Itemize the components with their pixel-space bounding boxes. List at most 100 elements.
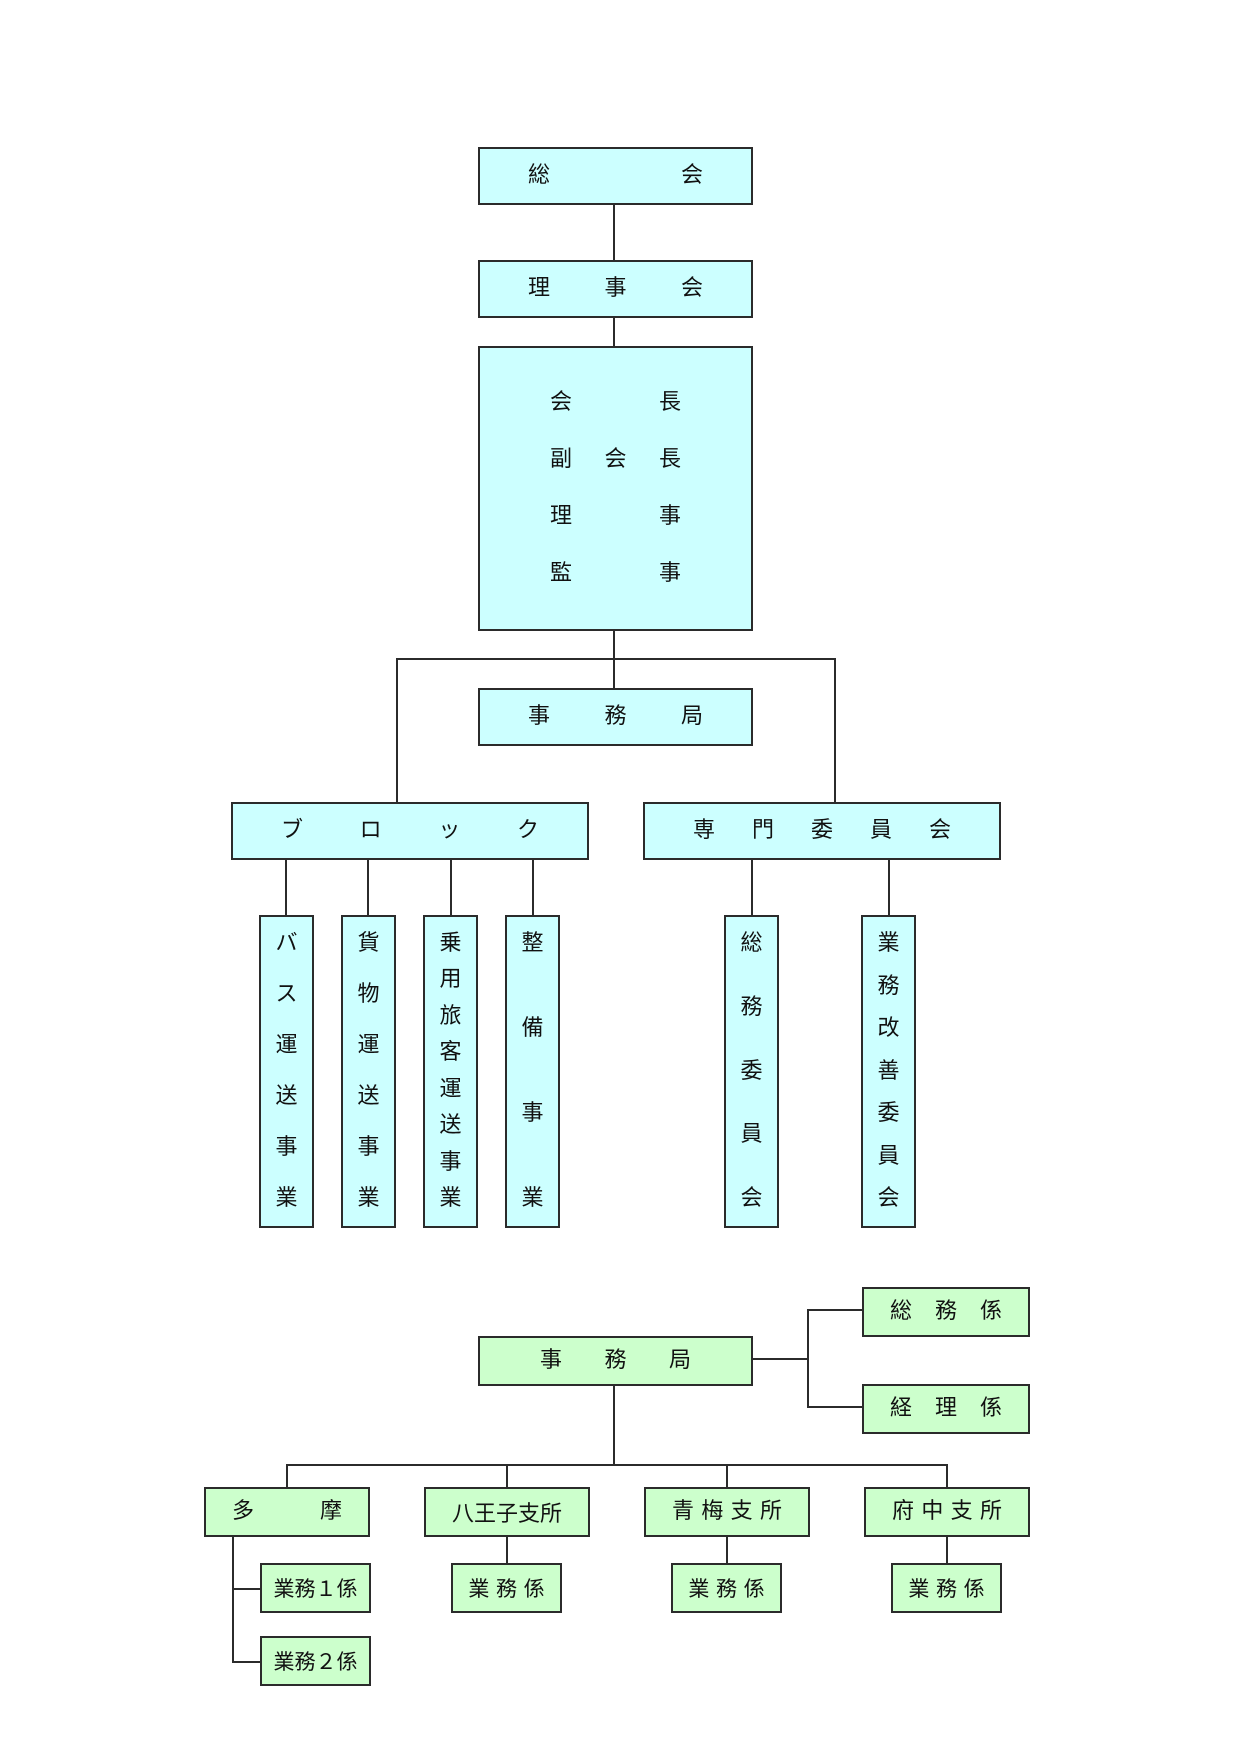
tama-unit-1-label: 業務１係 xyxy=(273,1577,358,1601)
secretariat-head-char: 務 xyxy=(604,1348,627,1373)
fuchu-unit-box: 業 務 係 xyxy=(891,1563,1002,1613)
freight-transport-char: 業 xyxy=(357,1186,380,1211)
freight-transport-char: 貨 xyxy=(357,931,380,956)
tama-unit-1-box: 業務１係 xyxy=(260,1563,371,1613)
executive-char: 理 xyxy=(550,504,573,529)
general-assembly-box: 総 会 xyxy=(478,147,753,205)
secretariat-head-char: 局 xyxy=(668,1348,691,1373)
ome-unit-box: 業 務 係 xyxy=(671,1563,782,1613)
accounting-section-char: 経 xyxy=(890,1396,913,1421)
general-affairs-section-char: 総 xyxy=(890,1299,913,1324)
maintenance-char: 備 xyxy=(521,1016,544,1041)
secretariat-char: 事 xyxy=(528,704,551,729)
executive-row: 理 事 xyxy=(550,506,681,528)
business-improvement-committee-char: 業 xyxy=(877,931,900,956)
fuchu-branch-char: 所 xyxy=(979,1499,1002,1524)
connector xyxy=(613,204,615,260)
connector xyxy=(396,658,835,660)
tama-branch-box: 多 摩 xyxy=(204,1487,370,1537)
business-improvement-committee-char: 会 xyxy=(877,1186,900,1211)
connector xyxy=(286,1464,947,1466)
connector xyxy=(807,1406,862,1408)
freight-transport-char: 事 xyxy=(357,1135,380,1160)
committees-char: 員 xyxy=(869,818,892,843)
passenger-transport-box: 乗 用 旅 客 運 送 事 業 xyxy=(423,915,478,1228)
connector xyxy=(613,318,615,346)
connector xyxy=(613,1384,615,1466)
connector xyxy=(946,1464,948,1488)
connector xyxy=(726,1464,728,1488)
passenger-transport-char: 送 xyxy=(439,1113,462,1139)
bus-transport-char: 業 xyxy=(275,1186,298,1211)
connector xyxy=(532,858,534,915)
ome-branch-char: 梅 xyxy=(701,1499,724,1524)
general-affairs-committee-char: 委 xyxy=(740,1058,763,1084)
business-improvement-committee-box: 業 務 改 善 委 員 会 xyxy=(861,915,916,1228)
accounting-section-char: 係 xyxy=(979,1396,1002,1421)
business-improvement-committee-char: 務 xyxy=(877,973,900,999)
passenger-transport-char: 客 xyxy=(439,1040,462,1066)
fuchu-branch-char: 支 xyxy=(950,1499,973,1524)
board-char: 会 xyxy=(680,276,703,301)
fuchu-branch-char: 中 xyxy=(921,1499,944,1524)
connector xyxy=(807,1309,862,1311)
secretariat-box: 事 務 局 xyxy=(478,688,753,746)
tama-branch-char: 多 xyxy=(232,1499,255,1524)
maintenance-char: 整 xyxy=(521,931,544,956)
ome-branch-char: 所 xyxy=(759,1499,782,1524)
freight-transport-box: 貨 物 運 送 事 業 xyxy=(341,915,396,1228)
freight-transport-char: 物 xyxy=(357,982,380,1007)
block-char: ク xyxy=(516,818,539,843)
executive-char: 会 xyxy=(604,447,627,472)
general-assembly-char: 総 xyxy=(528,163,551,188)
committees-char: 会 xyxy=(928,818,951,843)
executive-row: 会 長 xyxy=(550,392,681,414)
freight-transport-char: 運 xyxy=(357,1033,380,1058)
hachioji-unit-box: 業 務 係 xyxy=(451,1563,562,1613)
general-affairs-committee-char: 務 xyxy=(740,994,763,1020)
passenger-transport-char: 乗 xyxy=(439,931,462,956)
committees-box: 専 門 委 員 会 xyxy=(643,802,1001,860)
general-affairs-section-char: 係 xyxy=(979,1299,1002,1324)
business-improvement-committee-char: 善 xyxy=(877,1058,900,1084)
business-improvement-committee-char: 改 xyxy=(877,1016,900,1041)
executive-char: 副 xyxy=(550,447,573,472)
connector xyxy=(285,858,287,915)
passenger-transport-char: 事 xyxy=(439,1149,462,1175)
freight-transport-char: 送 xyxy=(357,1084,380,1109)
tama-unit-2-label: 業務２係 xyxy=(273,1650,358,1674)
secretariat-head-char: 事 xyxy=(540,1348,563,1373)
block-char: ッ xyxy=(438,818,461,843)
board-char: 事 xyxy=(604,276,627,301)
business-improvement-committee-char: 員 xyxy=(877,1143,900,1169)
fuchu-branch-box: 府 中 支 所 xyxy=(864,1487,1030,1537)
maintenance-box: 整 備 事 業 xyxy=(505,915,560,1228)
passenger-transport-char: 運 xyxy=(439,1076,462,1102)
committees-char: 専 xyxy=(693,818,716,843)
secretariat-char: 務 xyxy=(604,704,627,729)
board-box: 理 事 会 xyxy=(478,260,753,318)
general-assembly-char: 会 xyxy=(680,163,703,188)
business-improvement-committee-char: 委 xyxy=(877,1101,900,1126)
block-char: ブ xyxy=(281,818,304,843)
executive-char: 事 xyxy=(658,504,681,529)
executive-char: 事 xyxy=(658,561,681,586)
ome-branch-box: 青 梅 支 所 xyxy=(644,1487,810,1537)
ome-unit-label: 業 務 係 xyxy=(688,1577,765,1601)
connector xyxy=(888,858,890,915)
executive-row: 副 会 長 xyxy=(550,449,681,471)
bus-transport-char: 送 xyxy=(275,1084,298,1109)
connector xyxy=(367,858,369,915)
hachioji-branch-box: 八王子支所 xyxy=(424,1487,590,1537)
connector xyxy=(506,1464,508,1488)
committees-char: 門 xyxy=(751,818,774,843)
accounting-section-box: 経 理 係 xyxy=(862,1384,1030,1434)
connector xyxy=(232,1588,260,1590)
executive-char: 長 xyxy=(658,390,681,415)
executive-char: 監 xyxy=(550,561,573,586)
executive-row: 監 事 xyxy=(550,563,681,585)
passenger-transport-char: 用 xyxy=(439,967,462,993)
passenger-transport-char: 業 xyxy=(439,1185,462,1211)
board-char: 理 xyxy=(528,276,551,301)
connector xyxy=(946,1537,948,1564)
